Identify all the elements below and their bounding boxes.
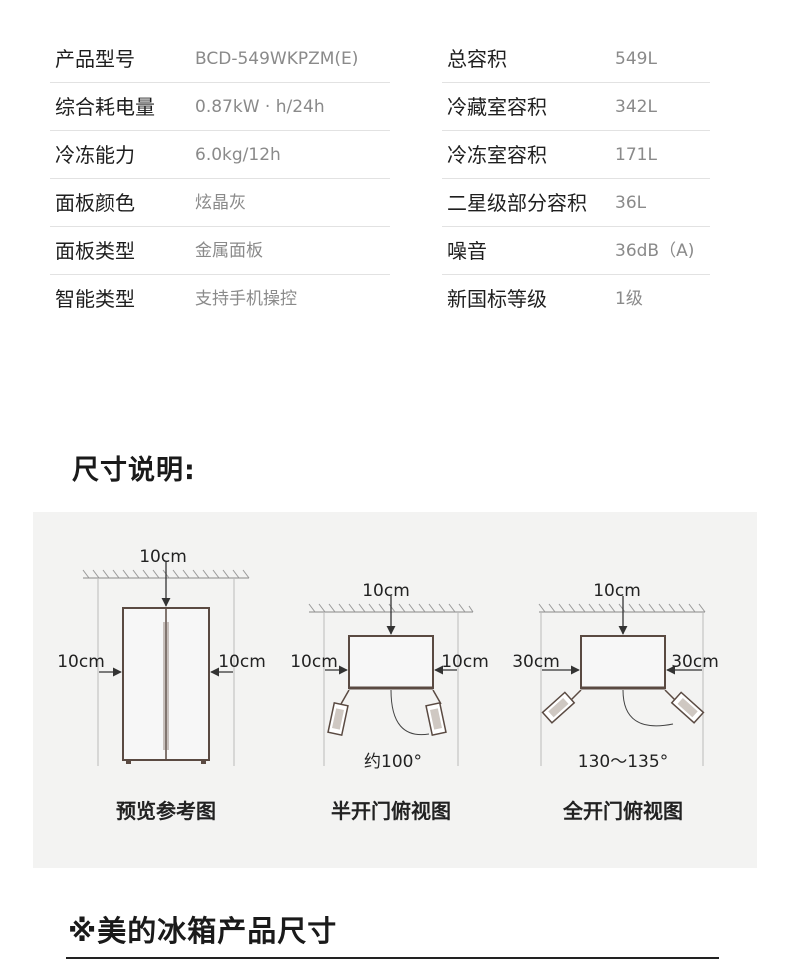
spec-label: 冷冻能力 <box>55 143 135 167</box>
preview-right-clearance: 10cm <box>218 652 266 672</box>
spec-value: 0.87kW · h/24h <box>195 97 325 117</box>
spec-label: 新国标等级 <box>447 287 547 311</box>
row-divider <box>442 274 710 275</box>
row-divider <box>50 226 390 227</box>
spec-row: 智能类型 支持手机操控 新国标等级 1级 <box>50 275 710 323</box>
row-divider <box>50 274 390 275</box>
spec-label: 冷藏室容积 <box>447 95 547 119</box>
product-dimensions-title: ※美的冰箱产品尺寸 <box>68 914 338 948</box>
spec-label: 二星级部分容积 <box>447 191 587 215</box>
preview-caption: 预览参考图 <box>116 799 216 823</box>
spec-row: 面板类型 金属面板 噪音 36dB（A) <box>50 227 710 275</box>
row-divider <box>442 178 710 179</box>
row-divider <box>442 130 710 131</box>
spec-label: 面板类型 <box>55 239 135 263</box>
spec-value: 支持手机操控 <box>195 289 297 309</box>
full-open-top-clearance: 10cm <box>593 581 641 601</box>
full-open-caption: 全开门俯视图 <box>562 799 683 823</box>
half-open-right-clearance: 10cm <box>441 652 489 672</box>
spec-value: 金属面板 <box>195 241 263 261</box>
spec-label: 智能类型 <box>55 287 135 311</box>
spec-row: 冷冻能力 6.0kg/12h 冷冻室容积 171L <box>50 131 710 179</box>
spec-row: 产品型号 BCD-549WKPZM(E) 总容积 549L <box>50 35 710 83</box>
spec-value: 1级 <box>615 289 643 309</box>
spec-label: 面板颜色 <box>55 191 135 215</box>
row-divider <box>442 226 710 227</box>
spec-label: 冷冻室容积 <box>447 143 547 167</box>
spec-label: 综合耗电量 <box>55 95 155 119</box>
row-divider <box>50 178 390 179</box>
section-title: 尺寸说明: <box>72 455 196 486</box>
spec-value: 171L <box>615 145 657 165</box>
spec-value: BCD-549WKPZM(E) <box>195 49 359 69</box>
spec-value: 549L <box>615 49 657 69</box>
spec-row: 综合耗电量 0.87kW · h/24h 冷藏室容积 342L <box>50 83 710 131</box>
full-open-angle: 130～135° <box>578 752 668 772</box>
spec-value: 6.0kg/12h <box>195 145 281 165</box>
preview-top-clearance: 10cm <box>139 547 187 567</box>
dimension-diagram-panel: 10cm 10cm 10cm 预览参考图 <box>33 512 757 868</box>
row-divider <box>50 82 390 83</box>
spec-value: 36dB（A) <box>615 241 695 261</box>
row-divider <box>442 82 710 83</box>
spec-label: 噪音 <box>447 239 487 263</box>
spec-label: 总容积 <box>447 47 507 71</box>
spec-row: 面板颜色 炫晶灰 二星级部分容积 36L <box>50 179 710 227</box>
preview-diagram: 10cm 10cm 10cm 预览参考图 <box>57 547 266 823</box>
full-open-right-clearance: 30cm <box>671 652 719 672</box>
title-underline <box>66 957 719 959</box>
half-open-diagram: 10cm 10cm 10cm 约100° 半开门俯视图 <box>290 581 489 823</box>
full-open-left-clearance: 30cm <box>512 652 560 672</box>
spec-value: 342L <box>615 97 657 117</box>
half-open-angle: 约100° <box>364 752 422 772</box>
spec-value: 炫晶灰 <box>195 193 246 213</box>
half-open-caption: 半开门俯视图 <box>331 799 451 823</box>
row-divider <box>50 130 390 131</box>
preview-left-clearance: 10cm <box>57 652 105 672</box>
spec-value: 36L <box>615 193 647 213</box>
full-open-diagram: 10cm 30cm 30cm 130～135° 全开门俯视图 <box>512 581 719 823</box>
spec-label: 产品型号 <box>55 47 135 71</box>
half-open-left-clearance: 10cm <box>290 652 338 672</box>
half-open-top-clearance: 10cm <box>362 581 410 601</box>
